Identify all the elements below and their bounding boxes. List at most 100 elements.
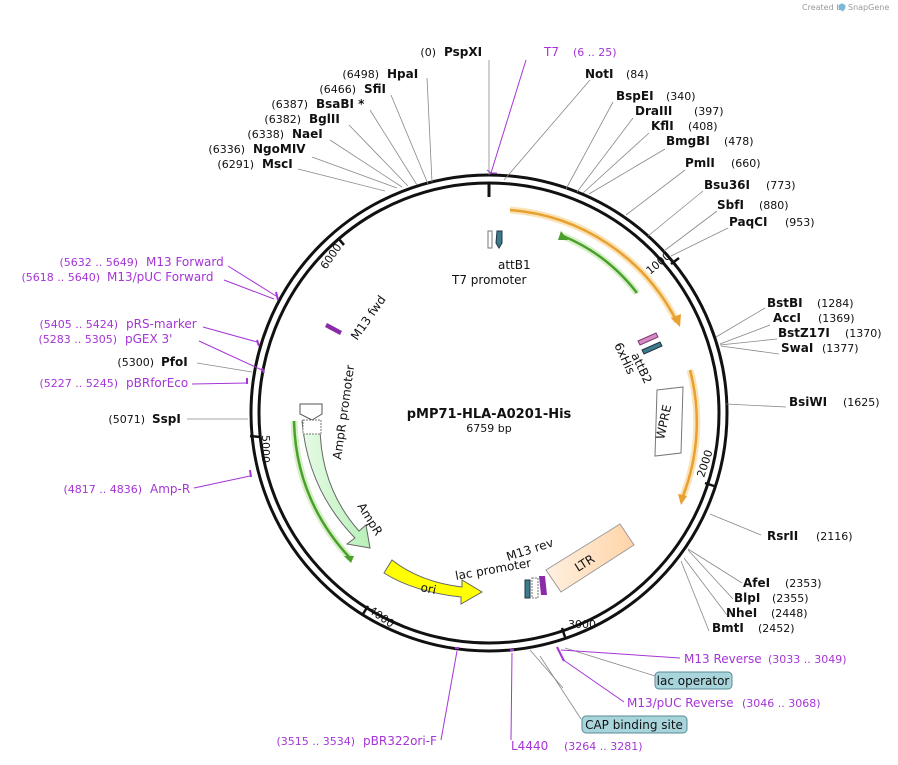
primer-name[interactable]: pRS-marker [126,317,197,331]
enzyme-name[interactable]: DraIII [635,104,672,118]
enzyme-name[interactable]: BglII [309,112,340,126]
primer-name[interactable]: T7 [543,45,559,59]
enzyme-name[interactable]: AfeI [743,576,770,590]
enzyme-pos: (6291) [217,158,254,171]
ltr-feature [545,523,635,593]
primer-name[interactable]: M13 Reverse [684,652,762,666]
green-orf-top [562,234,638,294]
ampr-orf-line [292,420,351,559]
enzyme-pos: (5300) [117,356,154,369]
enzyme-pos: (1625) [843,396,880,409]
primer-pos: (5632 .. 5649) [59,256,138,269]
enzyme-pos: (84) [626,68,649,81]
enzyme-pos: (6338) [247,128,284,141]
primer-name[interactable]: M13 Forward [146,255,224,269]
enzyme-name[interactable]: RsrII [767,529,798,543]
enzyme-name[interactable]: BmtI [712,621,744,635]
enzyme-pos: (773) [766,179,796,192]
enzyme-name[interactable]: NheI [726,606,757,620]
enzyme-pos: (1377) [822,342,859,355]
primer-pos: (3515 .. 3534) [276,735,355,748]
enzyme-name[interactable]: PaqCI [729,215,767,229]
lac-promoter-marker [531,577,539,599]
enzyme-name[interactable]: HpaI [387,67,418,81]
m13-rev-marker [539,576,547,595]
orf-right-arrowhead [678,494,687,505]
label-attb1: attB1 [498,258,531,272]
green-orf-glow-top [561,232,640,296]
enzyme-pos: (408) [688,120,718,133]
primer-name[interactable]: Amp-R [150,482,190,496]
enzyme-name[interactable]: PfoI [161,355,188,369]
m13-fwd-marker [325,323,342,335]
enzyme-name[interactable]: MscI [262,157,293,171]
enzyme-name[interactable]: SwaI [781,341,813,355]
enzyme-labels: (0) PspXI (6498) HpaI (6466) SfiI (6387)… [108,45,881,635]
primer-marks [246,291,565,662]
enzyme-name[interactable]: PmlI [685,156,715,170]
enzyme-name[interactable]: BstZ17I [778,326,830,340]
enzyme-pos: (6498) [342,68,379,81]
ampr-feature [301,420,371,549]
enzyme-name[interactable]: AccI [773,311,801,325]
enzyme-name[interactable]: BsiWI [789,395,827,409]
attb1-marker [495,230,503,249]
tick-label-1000: 1000 [644,249,674,277]
enzyme-pos: (340) [666,90,696,103]
enzyme-pos: (2355) [772,592,809,605]
ampr-promoter-arrow [299,403,323,421]
enzyme-pos: (660) [731,157,761,170]
primer-pos: (3046 .. 3068) [742,697,821,710]
primer-name[interactable]: pBRforEco [126,376,188,390]
primer-pos: (5618 .. 5640) [21,271,100,284]
primer-name[interactable]: pBR322ori-F [363,734,437,748]
primer-lines [191,59,681,741]
cap-binding-site-label[interactable]: CAP binding site [585,718,683,732]
primer-name[interactable]: M13/pUC Reverse [627,696,734,710]
orf-right [681,369,698,497]
ori-feature [383,559,483,605]
enzyme-pos: (6382) [264,113,301,126]
lac-operator-label[interactable]: lac operator [657,674,730,688]
enzyme-name[interactable]: BsaBI * [316,97,365,111]
enzyme-name[interactable]: NotI [585,67,614,81]
enzyme-name[interactable]: BspEI [616,89,654,103]
primer-name[interactable]: L4440 [511,739,548,753]
enzyme-pos: (0) [420,46,436,59]
enzyme-pos: (953) [785,216,815,229]
enzyme-name[interactable]: KflI [651,119,674,133]
enzyme-name[interactable]: SbfI [717,198,744,212]
enzyme-name[interactable]: BstBI [767,296,803,310]
enzyme-name[interactable]: NgoMIV [253,142,306,156]
primer-pos: (6 .. 25) [573,46,617,59]
attb2-marker [641,341,663,355]
boxed-feature-labels: lac operator CAP binding site [581,671,733,734]
enzyme-pos: (6336) [208,143,245,156]
enzyme-name[interactable]: SfiI [364,82,386,96]
enzyme-name[interactable]: NaeI [292,127,323,141]
primer-pos: (3033 .. 3049) [768,653,847,666]
tick-label-5000: 5000 [259,435,272,463]
leader-lines [187,60,787,720]
enzyme-pos: (1369) [818,312,855,325]
label-ori: ori [419,580,437,597]
primer-pos: (5283 .. 5305) [38,333,117,346]
enzyme-name[interactable]: Bsu36I [704,178,750,192]
enzyme-name[interactable]: BlpI [734,591,760,605]
enzyme-name[interactable]: SspI [152,412,181,426]
enzyme-pos: (397) [694,105,724,118]
primer-pos: (3264 .. 3281) [564,740,643,753]
enzyme-pos: (880) [759,199,789,212]
cap-binding-site-box [581,715,688,734]
ampr-orf-arrowhead [344,556,354,563]
enzyme-pos: (2353) [785,577,822,590]
plasmid-name: pMP71-HLA-A0201-His [407,407,572,422]
sixhis-marker [637,332,659,346]
primer-name[interactable]: M13/pUC Forward [107,270,214,284]
ampr-promoter-box [302,419,322,435]
enzyme-name[interactable]: BmgBI [666,134,710,148]
enzyme-name[interactable]: PspXI [444,45,482,59]
primer-name[interactable]: pGEX 3' [125,332,172,346]
credit-text: Created by [802,3,846,12]
